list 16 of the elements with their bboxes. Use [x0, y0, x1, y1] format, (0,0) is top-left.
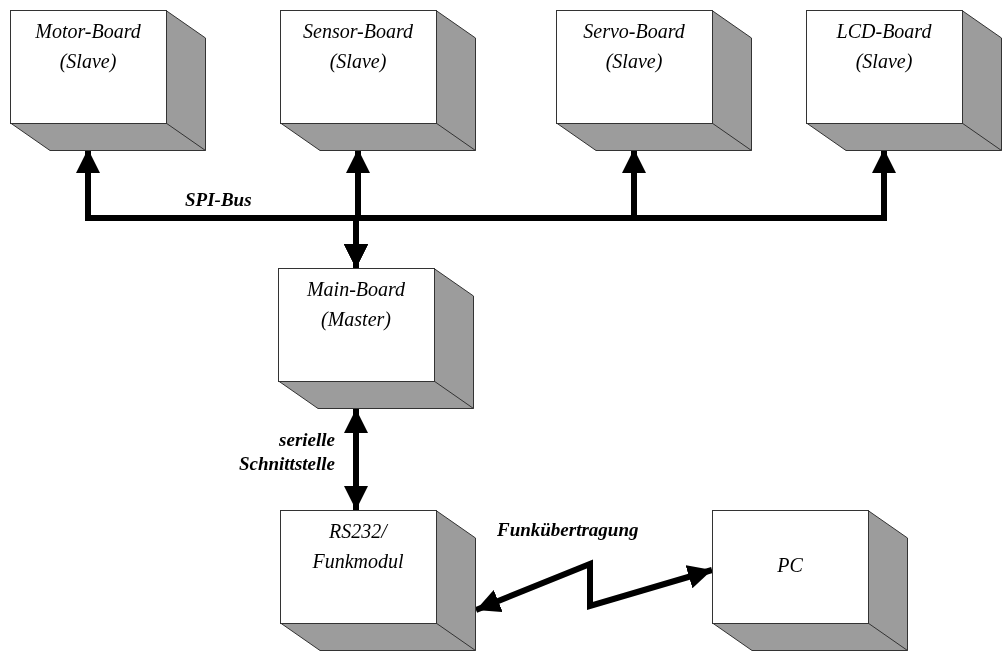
box-label: Main-Board (Master): [305, 277, 407, 333]
box-label: LCD-Board (Slave): [835, 19, 933, 74]
3d-box: [556, 10, 752, 151]
double-arrow: [344, 409, 368, 510]
box-label: RS232/ Funkmodul: [311, 519, 405, 574]
box-label: Motor-Board (Slave): [34, 19, 142, 74]
box-label: Servo-Board (Slave): [582, 19, 686, 74]
3d-box: [280, 10, 476, 151]
3d-box: [10, 10, 206, 151]
box-label: Sensor-Board (Slave): [302, 19, 414, 74]
3d-box: [712, 510, 908, 651]
box-label: PC: [777, 553, 803, 578]
3d-box: [278, 268, 474, 409]
3d-box: [280, 510, 476, 651]
double-arrow: [474, 559, 713, 613]
3d-box: [806, 10, 1002, 151]
